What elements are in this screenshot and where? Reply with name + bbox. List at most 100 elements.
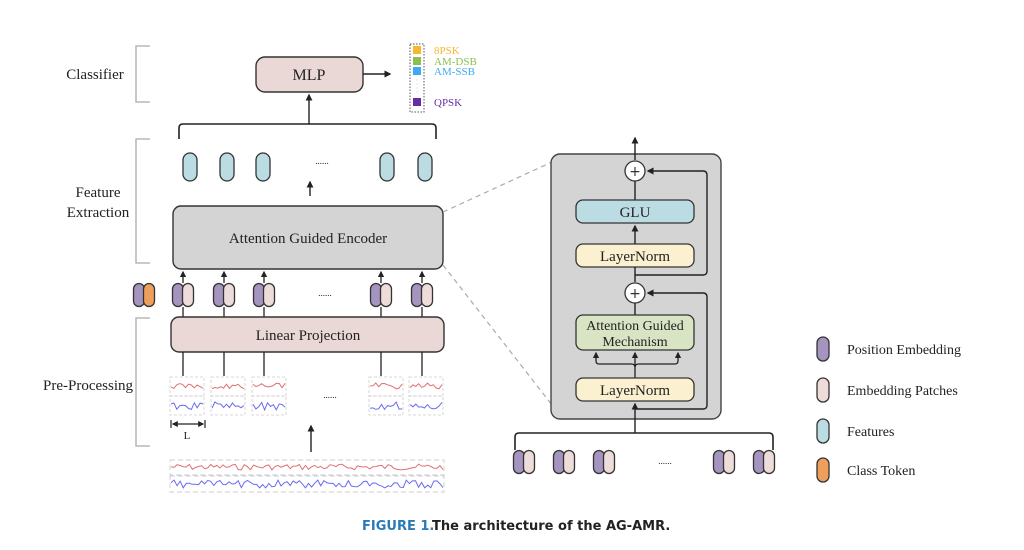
layernorm-top-block: LayerNorm bbox=[575, 243, 695, 268]
legend-swatch bbox=[816, 377, 830, 403]
legend-swatch bbox=[816, 336, 830, 362]
legend-label: Position Embedding bbox=[847, 343, 961, 358]
legend-swatch bbox=[816, 457, 830, 483]
i-channel-wave bbox=[252, 382, 286, 389]
layernorm-top-label: LayerNorm bbox=[600, 249, 670, 265]
mlp-label: MLP bbox=[293, 67, 326, 84]
class-label: AM-SSB bbox=[434, 66, 475, 78]
feature-token bbox=[182, 152, 198, 182]
legend-label: Class Token bbox=[847, 464, 915, 479]
embedding-patch-token bbox=[762, 449, 776, 475]
legend-item: Position Embedding bbox=[816, 336, 961, 362]
signal-patch bbox=[169, 376, 205, 416]
feature-token bbox=[219, 152, 235, 182]
embeddings-ellipsis: ...... bbox=[318, 288, 332, 298]
detail-input-bracket bbox=[514, 432, 774, 450]
detail-input-tokens bbox=[512, 449, 776, 475]
stage-feature-extraction: Feature Extraction bbox=[67, 138, 150, 264]
detail-token-pair bbox=[552, 449, 576, 475]
legend-item: Features bbox=[816, 418, 894, 444]
add-symbol-top: + bbox=[629, 164, 641, 180]
class-color-swatch bbox=[413, 46, 421, 54]
embedded-patch-pair bbox=[212, 282, 236, 308]
features-bracket bbox=[178, 123, 437, 139]
stage-label-feature-1: Feature bbox=[76, 185, 121, 201]
encoder-label: Attention Guided Encoder bbox=[229, 231, 387, 247]
qkv-split-arrows bbox=[592, 351, 682, 378]
class-token bbox=[142, 282, 156, 308]
class-color-swatch bbox=[413, 57, 421, 65]
embedding-patch-token bbox=[262, 282, 276, 308]
detail-token-pair bbox=[512, 449, 536, 475]
attention-guided-encoder-block: Attention Guided Encoder bbox=[172, 205, 444, 270]
signal-patches bbox=[169, 376, 444, 416]
agm-label-1: Attention Guided bbox=[586, 319, 684, 334]
class-item: AM-DSB bbox=[413, 56, 477, 68]
signal-patch bbox=[210, 376, 246, 416]
figure-caption: FIGURE 1. The architecture of the AG-AMR… bbox=[362, 519, 670, 534]
skip-connection-bottom bbox=[635, 289, 708, 410]
features-ellipsis: ...... bbox=[315, 156, 329, 166]
embedded-patch-pair bbox=[171, 282, 195, 308]
attention-guided-mechanism-block: Attention Guided Mechanism bbox=[575, 314, 695, 351]
patches-ellipsis: ...... bbox=[323, 390, 337, 400]
class-label: QPSK bbox=[434, 97, 462, 109]
glu-block: GLU bbox=[575, 199, 695, 224]
feature-token bbox=[379, 152, 395, 182]
add-symbol-bottom: + bbox=[629, 286, 641, 302]
detail-token-pair bbox=[712, 449, 736, 475]
caption-text: The architecture of the AG-AMR. bbox=[432, 519, 670, 534]
linear-projection-label: Linear Projection bbox=[256, 328, 361, 344]
signal-patch bbox=[408, 376, 444, 416]
class-item: AM-SSB bbox=[413, 66, 475, 78]
signal-patch bbox=[368, 376, 404, 416]
i-channel-wave bbox=[369, 382, 403, 390]
detail-tokens-ellipsis: ...... bbox=[658, 456, 672, 466]
signal-patch bbox=[251, 376, 287, 416]
embedding-patch-token bbox=[181, 282, 195, 308]
class-color-swatch bbox=[413, 67, 421, 75]
zoom-guide-bottom bbox=[442, 264, 553, 406]
q-channel-wave bbox=[170, 401, 204, 411]
legend-label: Features bbox=[847, 425, 894, 440]
legend-item: Class Token bbox=[816, 457, 915, 483]
feature-tokens bbox=[182, 152, 433, 182]
residual-add-top: + bbox=[624, 160, 646, 182]
embedding-tokens bbox=[132, 270, 434, 317]
raw-iq-signal bbox=[169, 459, 445, 493]
linear-projection-block: Linear Projection bbox=[170, 316, 445, 353]
q-channel-wave bbox=[409, 401, 443, 410]
stage-classifier: Classifier bbox=[66, 45, 150, 103]
patch-length-label: L bbox=[184, 430, 191, 442]
caption-label: FIGURE 1. bbox=[362, 519, 434, 534]
embedding-patch-token bbox=[420, 282, 434, 308]
q-channel-wave bbox=[252, 401, 286, 412]
i-channel-wave bbox=[170, 383, 204, 390]
encoder-detail-panel: + GLU LayerNorm + Attention Guided Mecha… bbox=[550, 136, 722, 433]
q-channel-wave bbox=[211, 401, 245, 409]
layernorm-bottom-label: LayerNorm bbox=[600, 383, 670, 399]
stage-label-preprocessing: Pre-Processing bbox=[43, 378, 133, 394]
feature-token bbox=[417, 152, 433, 182]
detail-token-pair bbox=[752, 449, 776, 475]
i-channel-full-wave bbox=[170, 463, 444, 471]
detail-token-pair bbox=[592, 449, 616, 475]
feature-token bbox=[255, 152, 271, 182]
legend-item: Embedding Patches bbox=[816, 377, 958, 403]
embedding-patch-token bbox=[722, 449, 736, 475]
patch-length-marker: L bbox=[170, 420, 206, 442]
legend-swatch bbox=[816, 418, 830, 444]
layernorm-bottom-block: LayerNorm bbox=[575, 377, 695, 402]
embedding-patch-token bbox=[602, 449, 616, 475]
embedding-patch-token bbox=[522, 449, 536, 475]
embedding-patch-token bbox=[379, 282, 393, 308]
class-color-swatch bbox=[413, 98, 421, 106]
residual-add-bottom: + bbox=[624, 282, 646, 304]
stage-label-feature-2: Extraction bbox=[67, 205, 130, 221]
class-label: AM-DSB bbox=[434, 56, 477, 68]
mlp-block: MLP bbox=[255, 56, 364, 93]
embedding-patch-token bbox=[222, 282, 236, 308]
